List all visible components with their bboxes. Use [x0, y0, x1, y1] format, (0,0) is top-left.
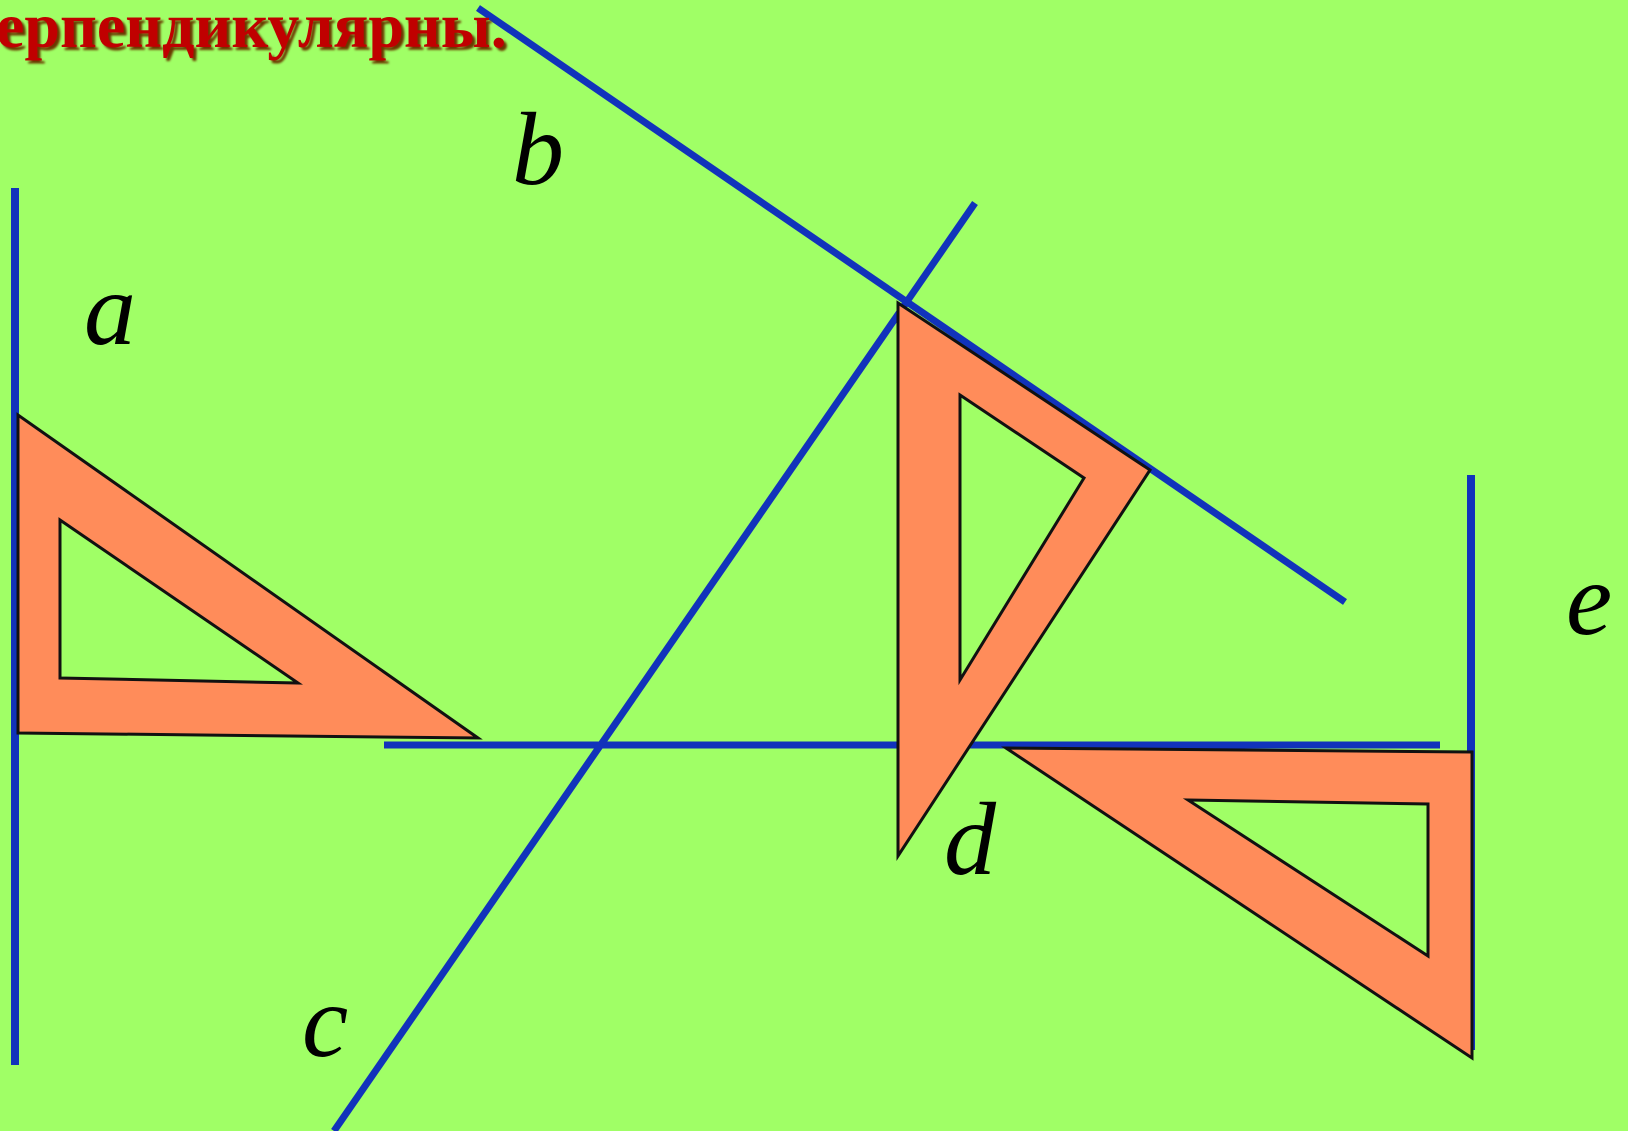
label-d: d	[944, 782, 996, 897]
set-square-middle	[896, 300, 1153, 862]
label-b: b	[512, 92, 564, 207]
line-c	[331, 201, 978, 1131]
label-a: a	[84, 252, 136, 367]
label-e: e	[1566, 542, 1613, 657]
line-b	[476, 5, 1347, 605]
set-square-right	[1000, 746, 1474, 1061]
set-square-left	[16, 412, 483, 740]
label-c: c	[302, 964, 349, 1079]
slide-title: ерпендикулярны.	[0, 0, 507, 61]
